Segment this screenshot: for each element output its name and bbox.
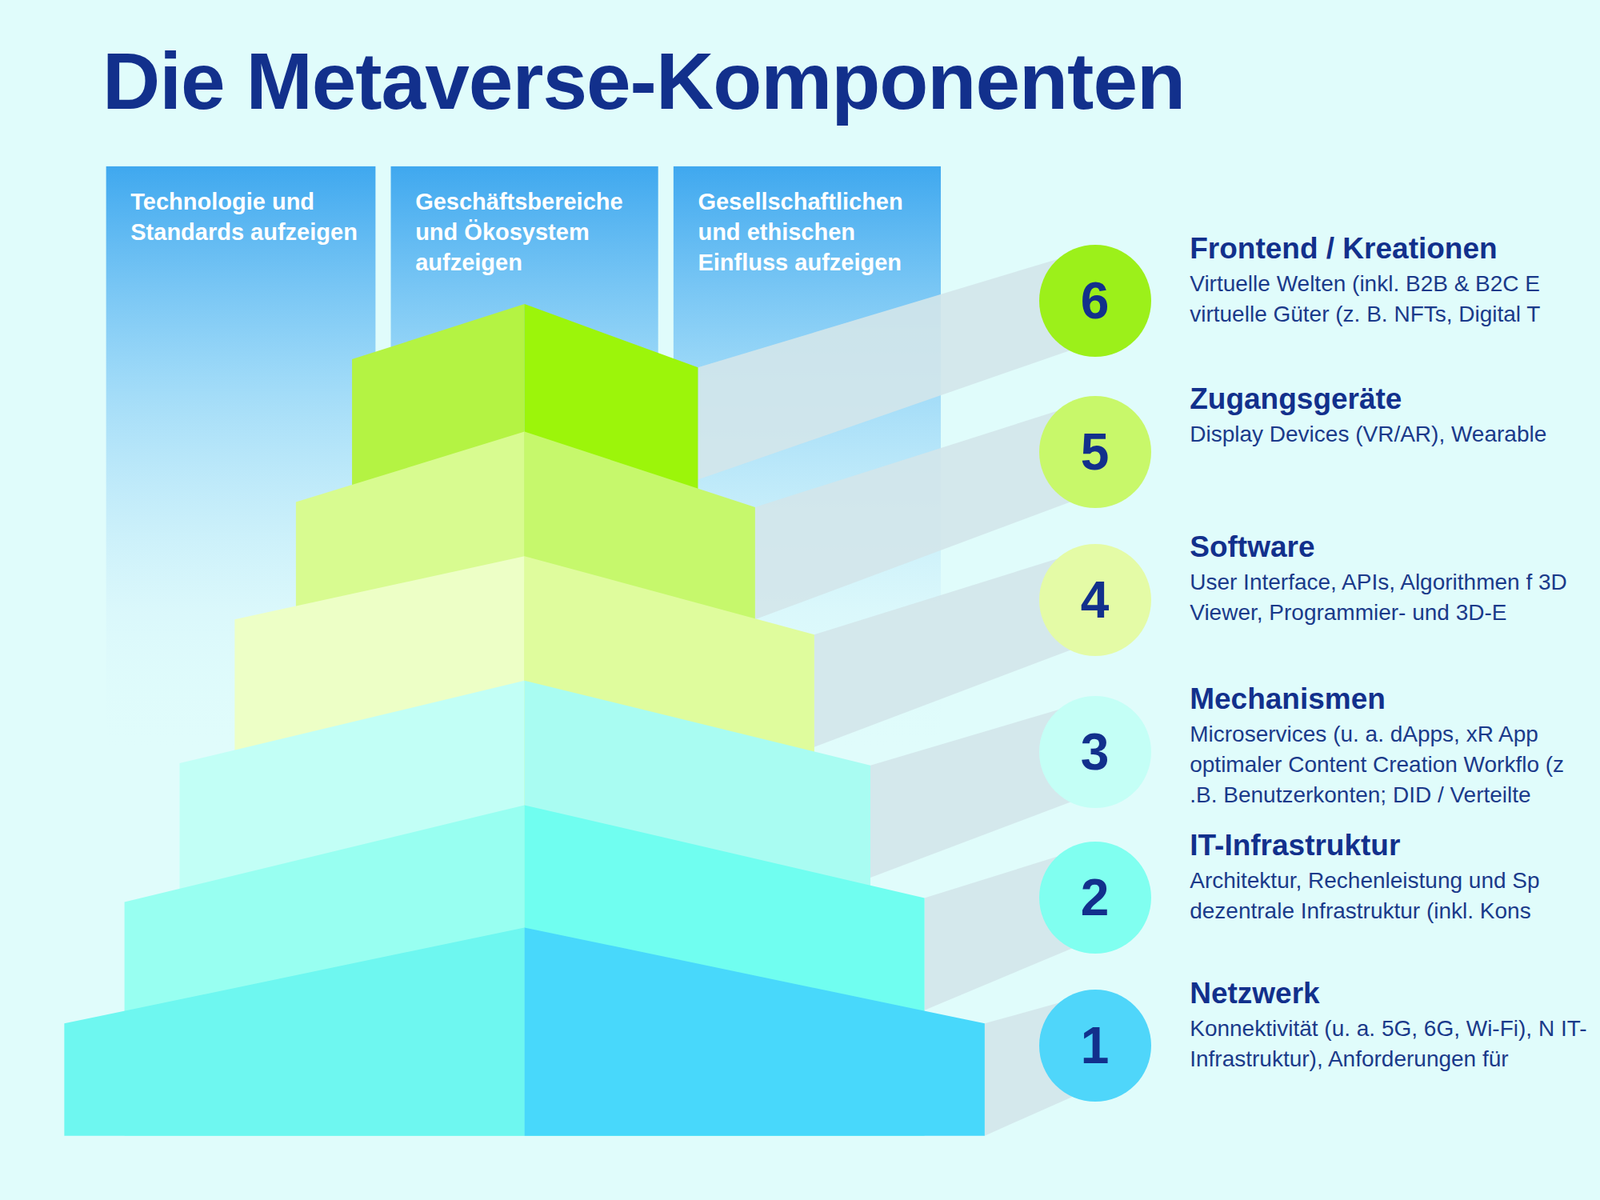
number-circle	[1039, 544, 1152, 656]
layer-item: 1 NetzwerkKonnektivität (u. a. 5G, 6G, Wi…	[1037, 972, 1600, 1132]
number-circle	[1039, 989, 1152, 1102]
column-heading: Technologie und Standards aufzeigen	[130, 186, 361, 248]
pyramid-tier	[64, 927, 524, 1136]
layer-heading: Netzwerk	[1189, 976, 1320, 1011]
layer-description: Konnektivität (u. a. 5G, 6G, Wi-Fi), N I…	[1189, 1013, 1594, 1075]
number-circle	[1039, 841, 1152, 954]
column-heading: Geschäftsbereiche und Ökosystem aufzeige…	[415, 186, 644, 278]
number-circle	[1039, 244, 1152, 357]
callout-number: 1	[1039, 1016, 1152, 1076]
column-header: Technologie und Standards aufzeigen	[106, 166, 376, 310]
layer-description: Microservices (u. a. dApps, xR App optim…	[1189, 719, 1594, 811]
number-circle	[1039, 696, 1152, 808]
layer-item: 2 IT-InfrastrukturArchitektur, Rechenleis…	[1037, 824, 1600, 984]
layer-description: Display Devices (VR/AR), Wearable	[1189, 419, 1594, 450]
number-circle	[1039, 396, 1152, 508]
layer-item: 3 MechanismenMicroservices (u. a. dApps, …	[1037, 678, 1600, 839]
layer-item: 5 ZugangsgeräteDisplay Devices (VR/AR), W…	[1037, 378, 1600, 539]
column-header: Geschäftsbereiche und Ökosystem aufzeige…	[391, 166, 659, 310]
pyramid-tier	[524, 927, 985, 1136]
callout-number: 2	[1039, 868, 1152, 928]
layer-description: Architektur, Rechenleistung und Sp dezen…	[1189, 865, 1594, 927]
callout-number: 4	[1039, 570, 1152, 630]
callout-number: 3	[1039, 722, 1152, 782]
layer-description: Virtuelle Welten (inkl. B2B & B2C E virt…	[1189, 268, 1594, 330]
layer-heading: Frontend / Kreationen	[1189, 232, 1497, 266]
callout-number: 5	[1039, 422, 1152, 482]
layer-heading: Software	[1189, 530, 1315, 564]
layer-description: User Interface, APIs, Algorithmen f 3D V…	[1189, 567, 1594, 628]
column-header: Gesellschaftlichen und ethischen Einflus…	[673, 166, 941, 310]
column-heading: Gesellschaftlichen und ethischen Einflus…	[697, 186, 927, 278]
layer-heading: IT-Infrastruktur	[1189, 828, 1400, 863]
layer-heading: Mechanismen	[1189, 682, 1386, 716]
layer-item: 6 Frontend / KreationenVirtuelle Welten (…	[1037, 227, 1600, 388]
title: Die Metaverse-Komponenten	[102, 35, 1185, 128]
callout-number: 6	[1039, 271, 1152, 331]
layer-heading: Zugangsgeräte	[1189, 382, 1402, 416]
layer-item: 4 SoftwareUser Interface, APIs, Algorithm…	[1037, 526, 1600, 687]
